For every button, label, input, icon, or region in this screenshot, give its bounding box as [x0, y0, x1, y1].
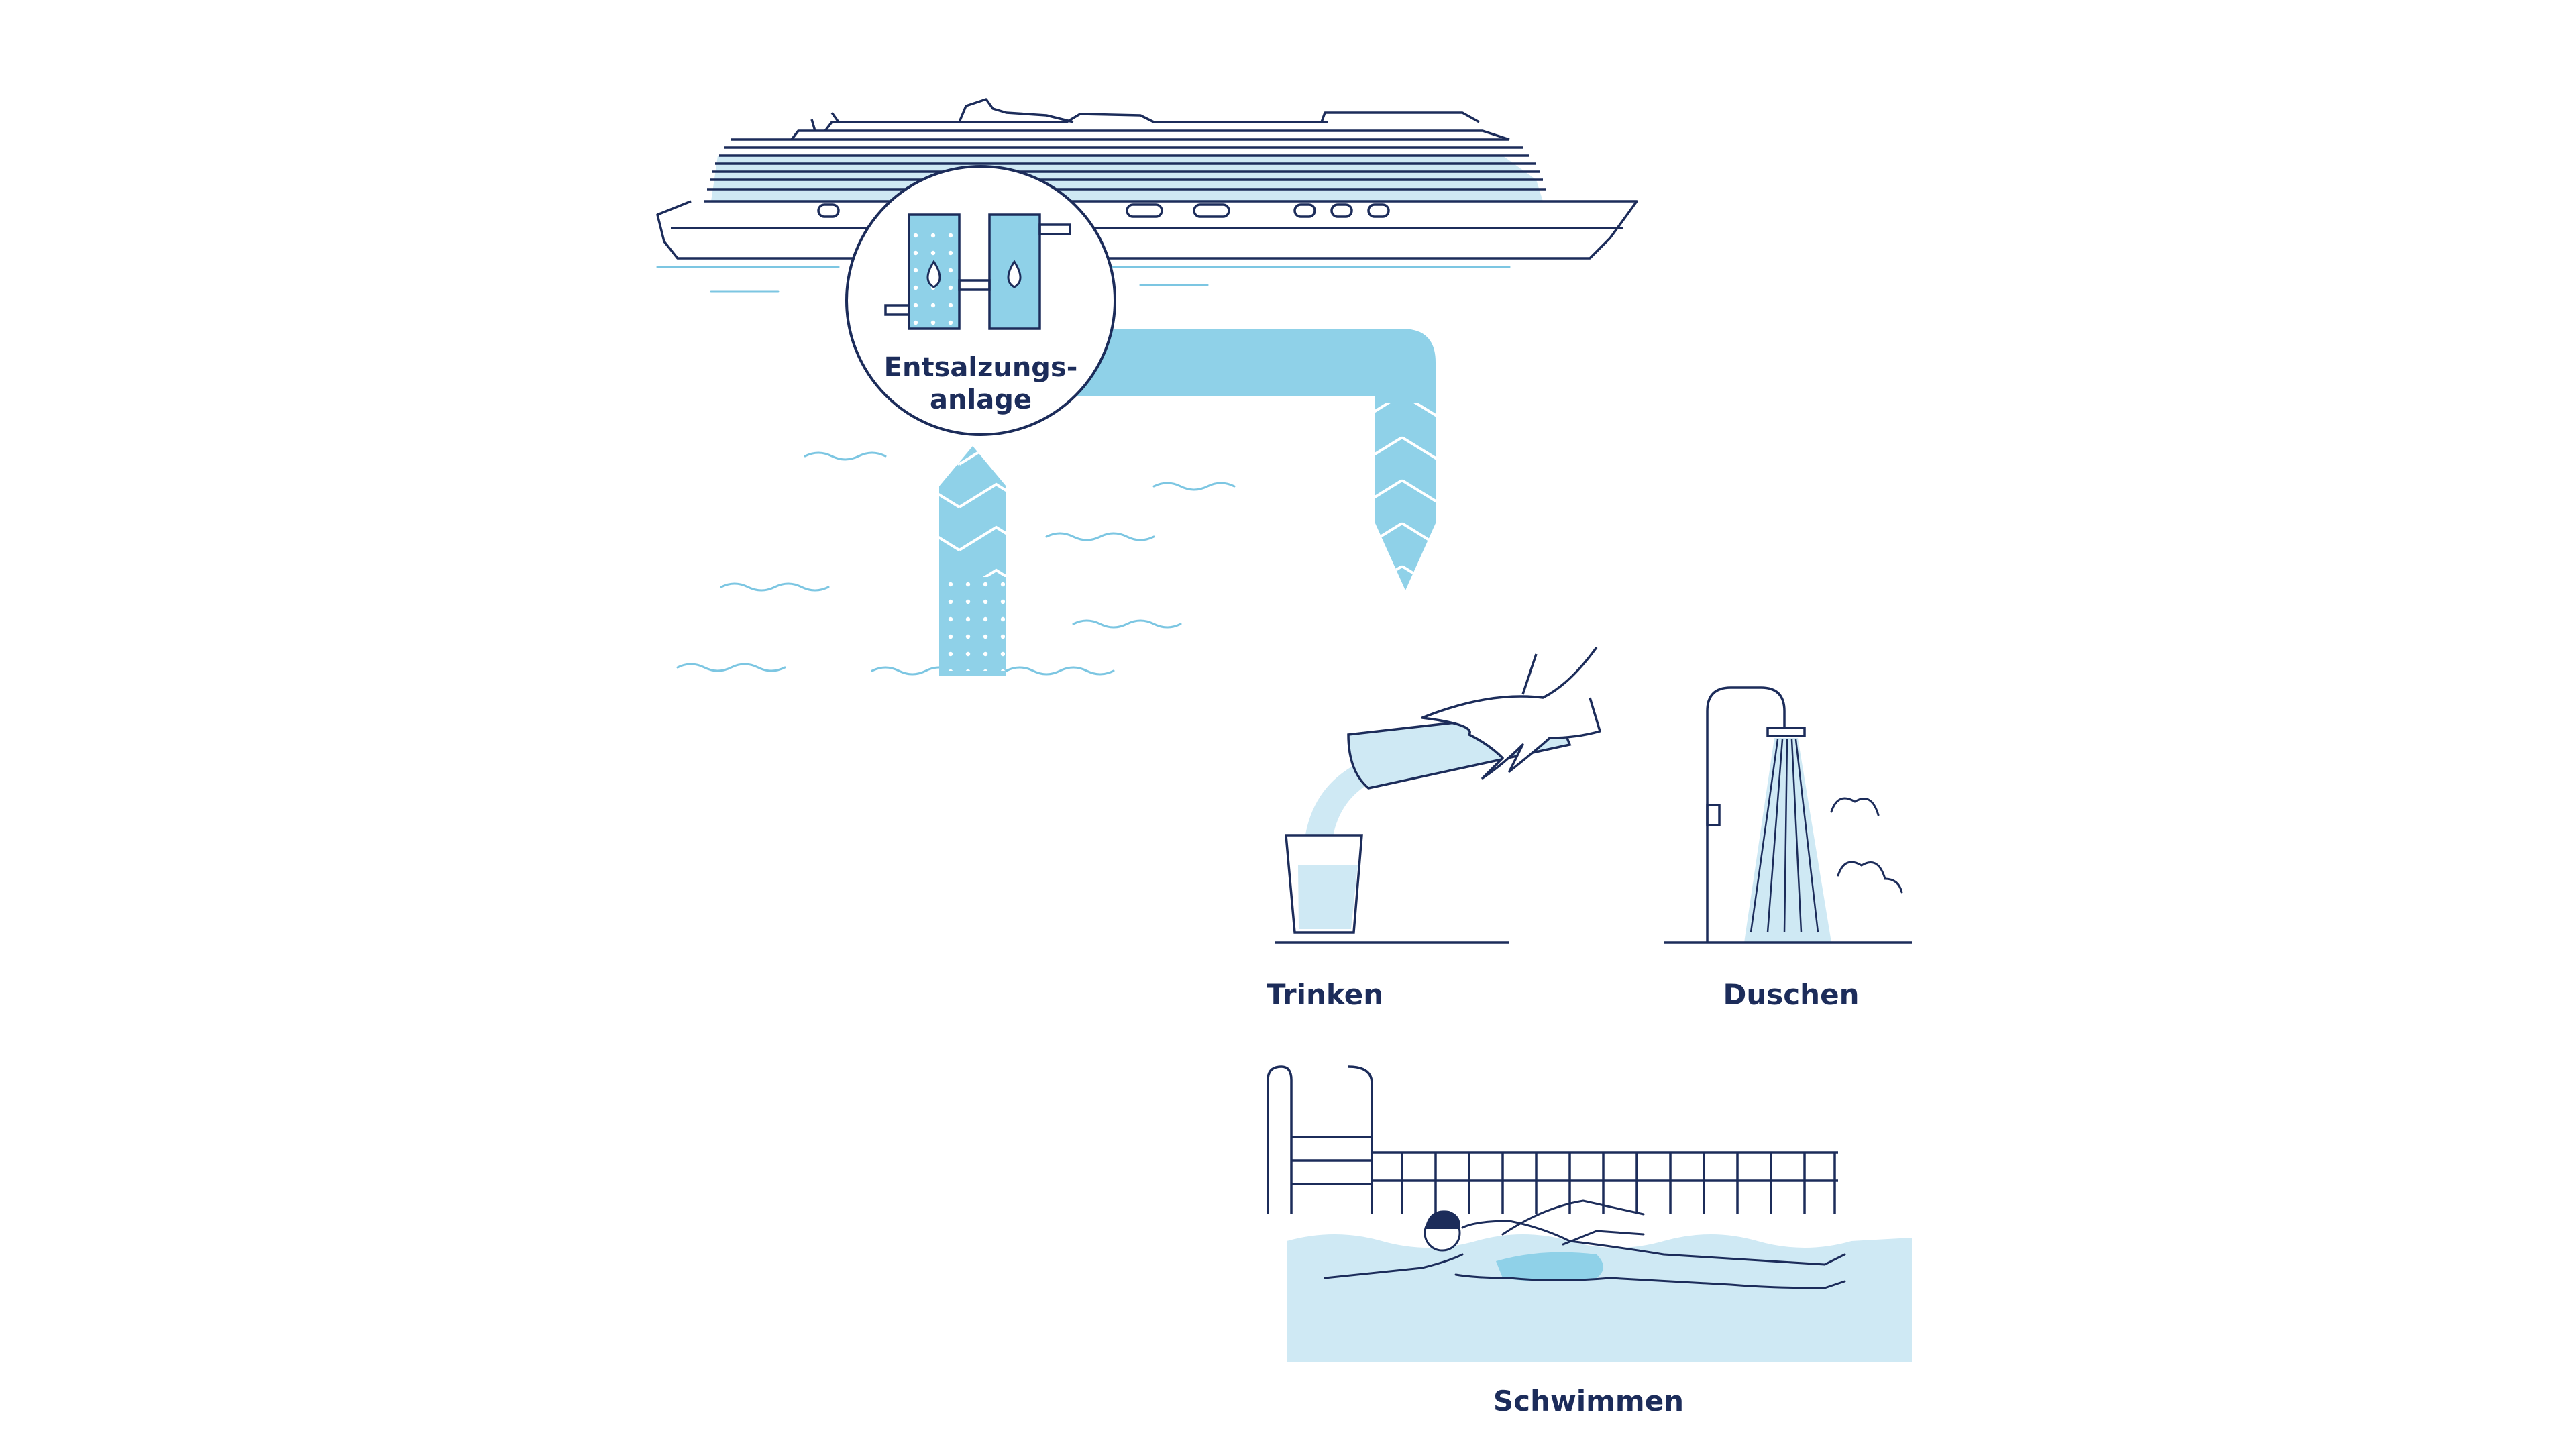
desalination-label-line-1: Entsalzungs-	[883, 352, 1078, 383]
drinking-label: Trinken	[1266, 978, 1384, 1011]
sea-waves	[676, 451, 1236, 676]
showering-label: Duschen	[1723, 978, 1860, 1011]
desalination-plant-label: Entsalzungs- anlage	[884, 352, 1078, 416]
desalination-label-line-2: anlage	[930, 384, 1032, 415]
shower-icon	[1664, 686, 1912, 944]
swimming-label: Schwimmen	[1493, 1385, 1684, 1417]
freshwater-output-pipe	[1046, 329, 1436, 590]
seawater-intake-arrow	[939, 446, 1006, 676]
carafe-pouring-glass-icon	[1275, 646, 1601, 944]
cruise-ship-icon	[656, 98, 1638, 260]
desalination-tanks-icon	[845, 165, 1116, 436]
swimmer-pool-icon	[1267, 1065, 1912, 1362]
waterline	[656, 266, 1511, 293]
